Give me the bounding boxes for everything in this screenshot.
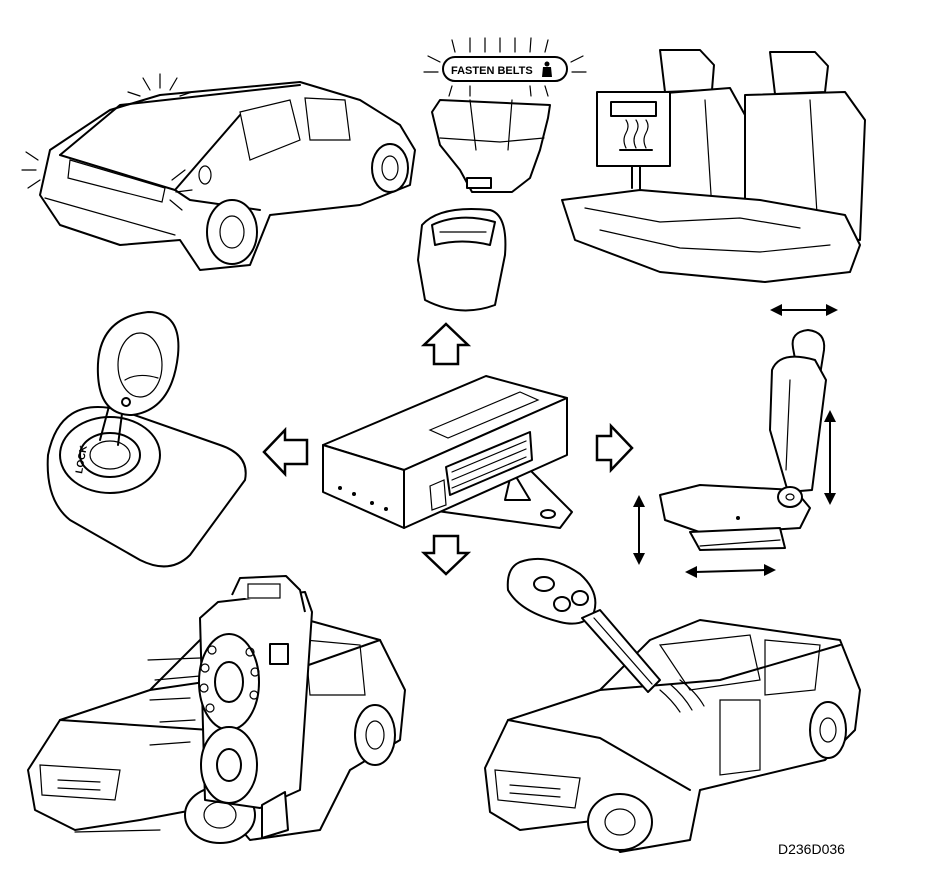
figure-code: D236D036	[778, 841, 845, 857]
hatchback-car-rear	[21, 73, 416, 271]
car-with-remote-key	[484, 557, 861, 853]
car-with-telephone	[27, 575, 406, 844]
arrow-right	[595, 422, 634, 474]
arrow-left	[262, 426, 309, 478]
power-seat	[633, 304, 838, 578]
ignition-lock: LOCK	[46, 311, 247, 568]
heated-seat	[561, 49, 866, 283]
arrow-up	[420, 322, 472, 366]
central-control-module	[322, 375, 573, 529]
seat-belt-warning: FASTEN BELTS	[417, 37, 587, 312]
belt-warning-lamp	[442, 56, 568, 82]
lock-label: LOCK	[74, 444, 90, 475]
belt-warning-label: FASTEN BELTS	[451, 65, 533, 77]
arrow-down	[420, 534, 472, 576]
